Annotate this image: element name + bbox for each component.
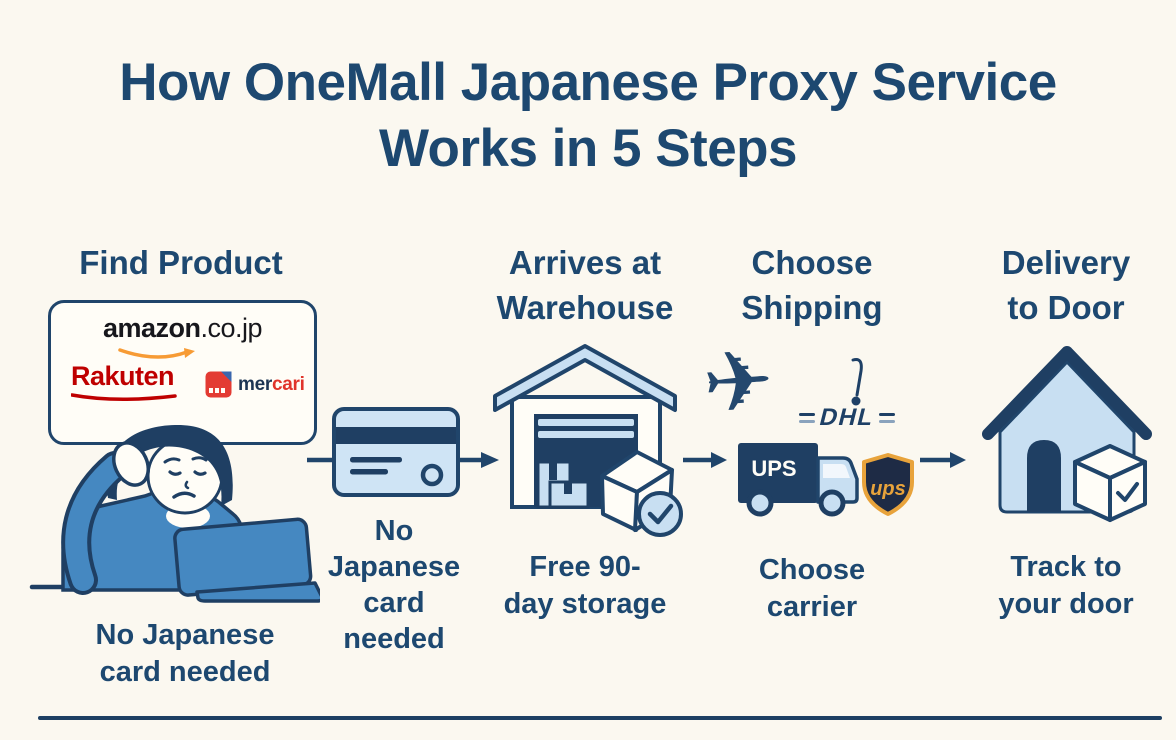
dhl-stripes-left-icon [799, 412, 815, 424]
credit-card-icon [332, 407, 460, 497]
storage-boxes-icon [536, 460, 590, 509]
page-title-line2: Works in 5 Steps [378, 119, 798, 178]
dhl-stripes-right-icon [878, 412, 895, 424]
step3-caption: Free 90- day storage [503, 551, 667, 620]
page-title: How OneMall Japanese Proxy Service Works… [0, 50, 1176, 182]
amazon-logo: amazon.co.jp [51, 313, 314, 344]
ups-shield-label: ups [870, 478, 906, 500]
ups-truck-label: UPS [751, 456, 796, 481]
ups-shield-icon: ups [862, 453, 914, 516]
amazon-logo-tld: .co.jp [200, 313, 263, 343]
step5-caption: Track to your door [998, 551, 1134, 620]
amazon-smile-icon [118, 348, 195, 359]
bottom-divider [38, 716, 1162, 720]
page-title-line1: How OneMall Japanese Proxy Service [119, 53, 1057, 112]
warehouse-icon [493, 344, 683, 537]
step1-caption: No Japanese card needed [95, 619, 275, 688]
step3-heading: Arrives at Warehouse [496, 244, 674, 326]
step4-heading: Choose Shipping [741, 244, 883, 326]
step5-heading: Delivery to Door [1001, 244, 1131, 326]
dhl-logo-text: DHL [816, 404, 878, 431]
step2-caption: No Japanese card needed [327, 515, 461, 655]
step4-caption: Choose carrier [758, 554, 866, 623]
rakuten-logo: Rakuten [71, 361, 175, 391]
arrow-step3-to-step4 [683, 452, 727, 468]
plane-icon: ✈ [699, 330, 777, 434]
ups-truck-icon: UPS [738, 443, 859, 517]
route-hook-icon [851, 358, 863, 406]
mercari-logo: mercari [205, 371, 305, 398]
step1-heading: Find Product [79, 244, 283, 281]
mercari-logo-text: mercari [238, 373, 305, 395]
package-check-icon [1073, 444, 1147, 522]
marketplace-card: amazon.co.jp Rakuten mercari [48, 300, 317, 445]
mercari-box-icon [205, 371, 232, 398]
dhl-logo: DHL [799, 404, 895, 432]
amazon-logo-text: amazon [102, 313, 201, 343]
rakuten-underline-icon [71, 393, 177, 402]
arrow-step4-to-step5 [920, 452, 966, 468]
house-icon [982, 346, 1152, 522]
person-at-laptop-illustration [29, 424, 320, 603]
package-check-icon [600, 450, 683, 537]
